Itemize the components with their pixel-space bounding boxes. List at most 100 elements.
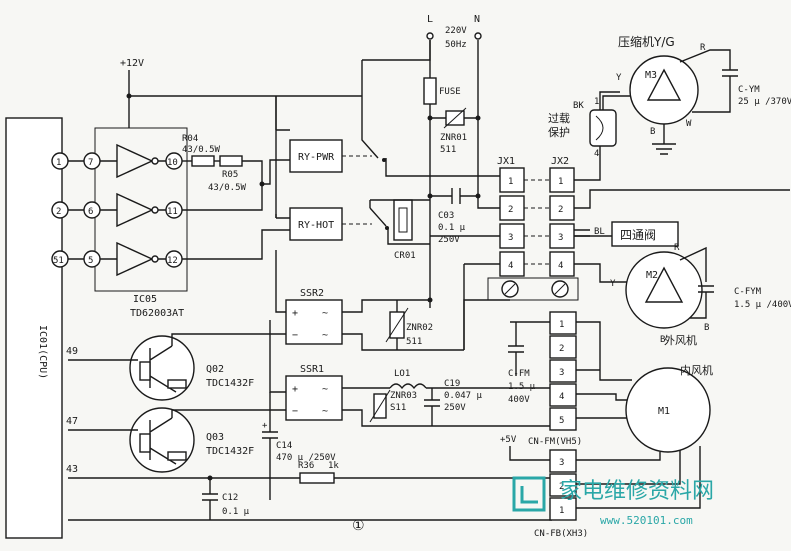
jx2-label: JX2 (551, 156, 569, 167)
cfm-name: C-FM (508, 369, 530, 379)
hot-contact-point (385, 226, 389, 230)
znr02-name: ZNR02 (406, 323, 433, 333)
r04-value: 43/0.5W (182, 145, 221, 155)
jx2-pin-2-label: 2 (558, 205, 563, 215)
buffer-2-bubble (151, 206, 159, 214)
mains-n-label: N (474, 14, 480, 25)
outdoor-fan-r-wire (679, 246, 707, 282)
ground-symbol (652, 143, 676, 155)
ssr1-label: SSR1 (300, 364, 324, 375)
terminal-l (426, 32, 434, 40)
ssr2-label: SSR2 (300, 288, 324, 299)
jx2-pin-1 (549, 167, 575, 193)
fuse (423, 77, 437, 105)
cnfm-feeds (463, 299, 550, 427)
compressor-b: B (650, 127, 655, 137)
mcu-pin-2-label: 2 (56, 207, 61, 217)
protector-element (595, 115, 604, 141)
cr01 (393, 199, 413, 241)
ssr2-plus: + (292, 308, 298, 319)
znr03-value: S11 (390, 403, 406, 413)
jx1-pin-1-label: 1 (508, 177, 513, 187)
jx1-4-feed (463, 263, 500, 350)
outdoor-fan-y: Y (610, 279, 616, 289)
relay-pwr-label: RY-PWR (298, 152, 335, 163)
relay-linkage (342, 155, 372, 225)
outdoor-fan-m2: M2 (646, 270, 658, 281)
r04-resistor (191, 155, 215, 167)
buffer-3-bubble (151, 255, 159, 263)
cnfm-pin-5 (549, 407, 577, 431)
cnfm-pin-1-label: 1 (559, 320, 564, 330)
znr01-junction-n (475, 115, 481, 121)
ic05-label: IC05 (133, 294, 157, 305)
cnfb-pin-1-label: 1 (559, 506, 564, 516)
q03-collector (171, 409, 188, 418)
mains-l-label: L (427, 14, 433, 25)
ic05-pin-10-label: 10 (167, 158, 178, 168)
cnfm-to-motor (576, 321, 632, 419)
cnfb-pin-3 (549, 449, 577, 473)
jx1-label: JX1 (497, 156, 515, 167)
cr01-wires (369, 199, 430, 208)
mcu-to-ic05-wires (68, 160, 84, 260)
outdoor-fan-title: 外风机 (664, 333, 697, 347)
protector-label: 过载 (548, 112, 570, 125)
ssr1-output-wires (342, 387, 470, 427)
valve-label: 四通阀 (620, 228, 656, 242)
cnfm-pin-3-label: 3 (559, 368, 564, 378)
ssr2-ac1: ~ (322, 308, 328, 319)
ssr2-ac2: ~ (322, 330, 328, 341)
mains-freq: 50Hz (445, 40, 467, 50)
buffer-output-wires (158, 160, 166, 260)
znr01-value: 511 (440, 145, 456, 155)
fuse-label: FUSE (439, 87, 461, 97)
r05-resistor (219, 155, 243, 167)
r05-value: 43/0.5W (208, 183, 247, 193)
ic05-pin-11-label: 11 (167, 207, 178, 217)
ssr1-ac2: ~ (322, 406, 328, 417)
cfm (508, 322, 524, 376)
r36-name: R36 (298, 461, 314, 471)
cnfb-pin-1 (549, 497, 577, 521)
r36 (299, 472, 335, 484)
c03-junction-n (475, 193, 481, 199)
cfym-name: C-FYM (734, 287, 762, 297)
indoor-fan-m1: M1 (658, 406, 670, 417)
mcu-pin-43-label: 43 (66, 464, 78, 475)
cnfb-label: CN-FB(XH3) (534, 529, 588, 539)
buffer-1-symbol (116, 143, 154, 179)
ssr1-plus-feed (269, 320, 286, 393)
terminal-n (474, 32, 482, 40)
lo1-label: LO1 (394, 369, 410, 379)
jx2-pin-1-label: 1 (558, 177, 563, 187)
q03-part: TDC1432F (206, 446, 254, 457)
compressor-r-wire (679, 49, 731, 70)
ic05-pin-7-label: 7 (88, 158, 93, 168)
ssr1 (285, 375, 343, 421)
valve-bl: BL (594, 227, 605, 237)
jx2-pin-3-label: 3 (558, 233, 563, 243)
cnfm-pin-2 (549, 335, 577, 359)
protector-p1: 1 (594, 97, 599, 107)
ic05-pin-12-label: 12 (167, 256, 178, 266)
figure-number: ① (352, 518, 365, 534)
pwr-contact-to-l (362, 40, 431, 61)
protector-bk: BK (573, 101, 584, 111)
outdoor-fan-motor (625, 251, 703, 329)
mcu-pin-47-label: 47 (66, 416, 78, 427)
cr01-inner (398, 207, 408, 233)
hot-contact (369, 207, 430, 245)
c03-name: C03 (438, 211, 454, 221)
q02-emitter-resistor (167, 379, 187, 389)
buffer-input-wires (100, 160, 117, 260)
compressor-m3: M3 (645, 70, 657, 81)
q02-base-resistor (139, 361, 151, 381)
cym-to-w (692, 76, 731, 113)
outdoor-fan-b: B (660, 335, 665, 345)
cfym-b: B (704, 323, 709, 333)
znr03-slash (369, 389, 391, 423)
cnfb-pin-2 (549, 473, 577, 497)
jx2-2-common (574, 189, 790, 209)
ic05-part: TD62003AT (130, 308, 184, 319)
